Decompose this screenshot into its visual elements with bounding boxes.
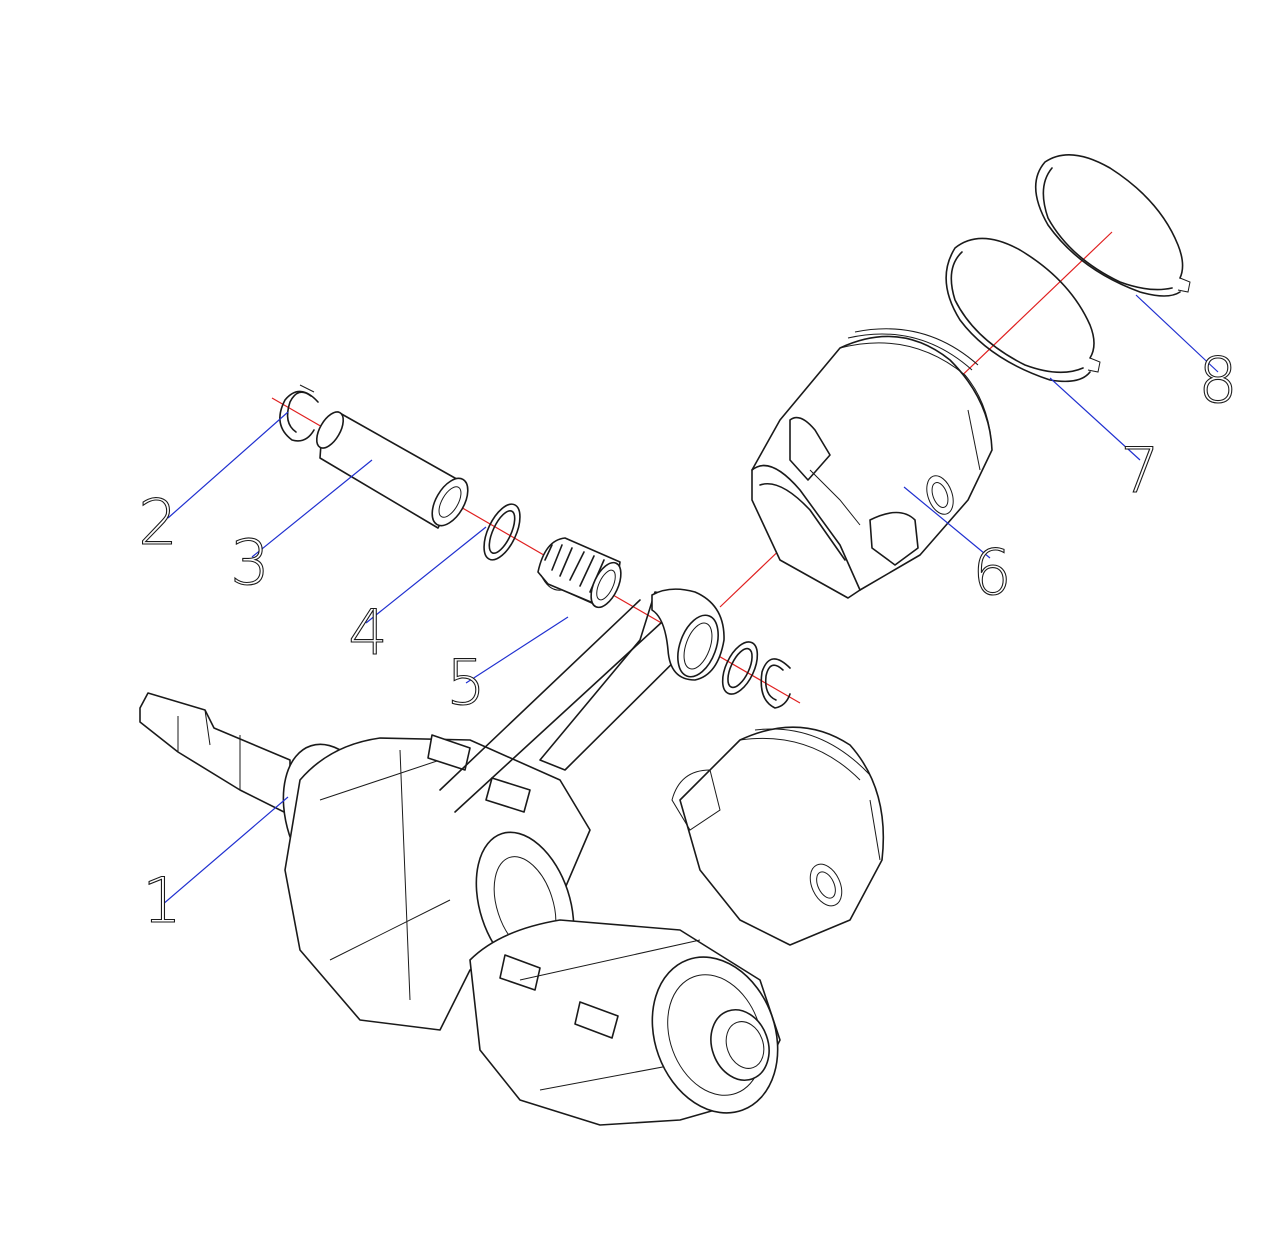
leader-line-4 — [365, 526, 487, 624]
callout-5: 5 — [446, 646, 485, 719]
leader-lines — [161, 294, 1219, 906]
piston-ring-upper — [1034, 153, 1191, 297]
piston-ring-lower — [945, 237, 1101, 383]
leader-line-2 — [167, 411, 289, 519]
callout-4: 4 — [348, 596, 387, 669]
callout-6: 6 — [972, 536, 1011, 609]
callout-7: 7 — [1120, 434, 1159, 507]
callout-numbers: 1 2 3 4 5 6 7 8 — [138, 343, 1239, 937]
thrust-washer — [483, 503, 521, 561]
piston-pin — [315, 411, 469, 529]
callout-1: 1 — [142, 864, 181, 937]
callout-8: 8 — [1198, 344, 1237, 417]
needle-bearing — [537, 537, 622, 609]
crankshaft-assembly — [139, 599, 885, 1126]
washer-circlip-pair-right — [721, 641, 791, 709]
callout-2: 2 — [138, 486, 177, 559]
leader-line-3 — [251, 459, 373, 558]
connecting-rod — [539, 588, 725, 771]
callout-3: 3 — [230, 526, 269, 599]
leader-line-5 — [465, 616, 569, 684]
leader-line-1 — [161, 796, 289, 906]
circlip-left — [279, 384, 319, 442]
piston — [751, 328, 993, 599]
leader-line-6 — [903, 486, 991, 559]
leader-line-8 — [1135, 294, 1219, 373]
leader-line-7 — [1049, 377, 1141, 461]
